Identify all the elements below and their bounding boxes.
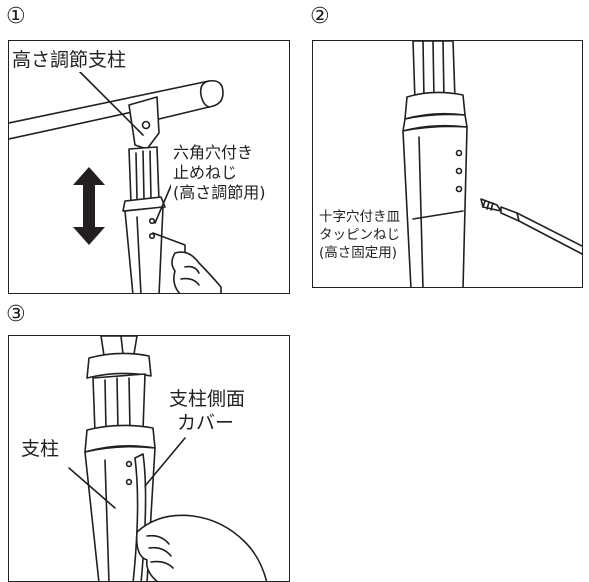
step-1-panel: 高さ調節支柱 六角穴付き 止めねじ (高さ調節用): [8, 40, 290, 294]
step-1-screw-label-line3: (高さ調節用): [171, 183, 268, 204]
step-2-screw-label-line1: 十字穴付き皿: [317, 209, 402, 226]
step-3-illustration: [68, 336, 268, 581]
step-2-panel: 十字穴付き皿 タッピンねじ (高さ固定用): [312, 40, 583, 288]
step-1-post-label: 高さ調節支柱: [12, 49, 127, 72]
step-2-illustration: [402, 41, 582, 287]
step-1-illustration: [9, 70, 224, 293]
step-number-3: ③: [6, 302, 26, 327]
step-3-panel: 支柱 支柱側面 カバー: [8, 335, 290, 582]
step-2-screw-label-line3: (高さ固定用): [317, 245, 400, 262]
step-number-2: ②: [310, 4, 330, 29]
step-3-cover-label-line2: カバー: [175, 412, 237, 436]
step-number-1: ①: [6, 4, 26, 29]
step-1-screw-label-line2: 止めねじ: [171, 163, 240, 184]
step-3-post-label: 支柱: [19, 438, 62, 462]
step-2-screw-label-line2: タッピンねじ: [317, 227, 402, 244]
step-1-screw-label-line1: 六角穴付き: [171, 143, 256, 164]
step-3-cover-label-line1: 支柱側面: [167, 388, 248, 412]
